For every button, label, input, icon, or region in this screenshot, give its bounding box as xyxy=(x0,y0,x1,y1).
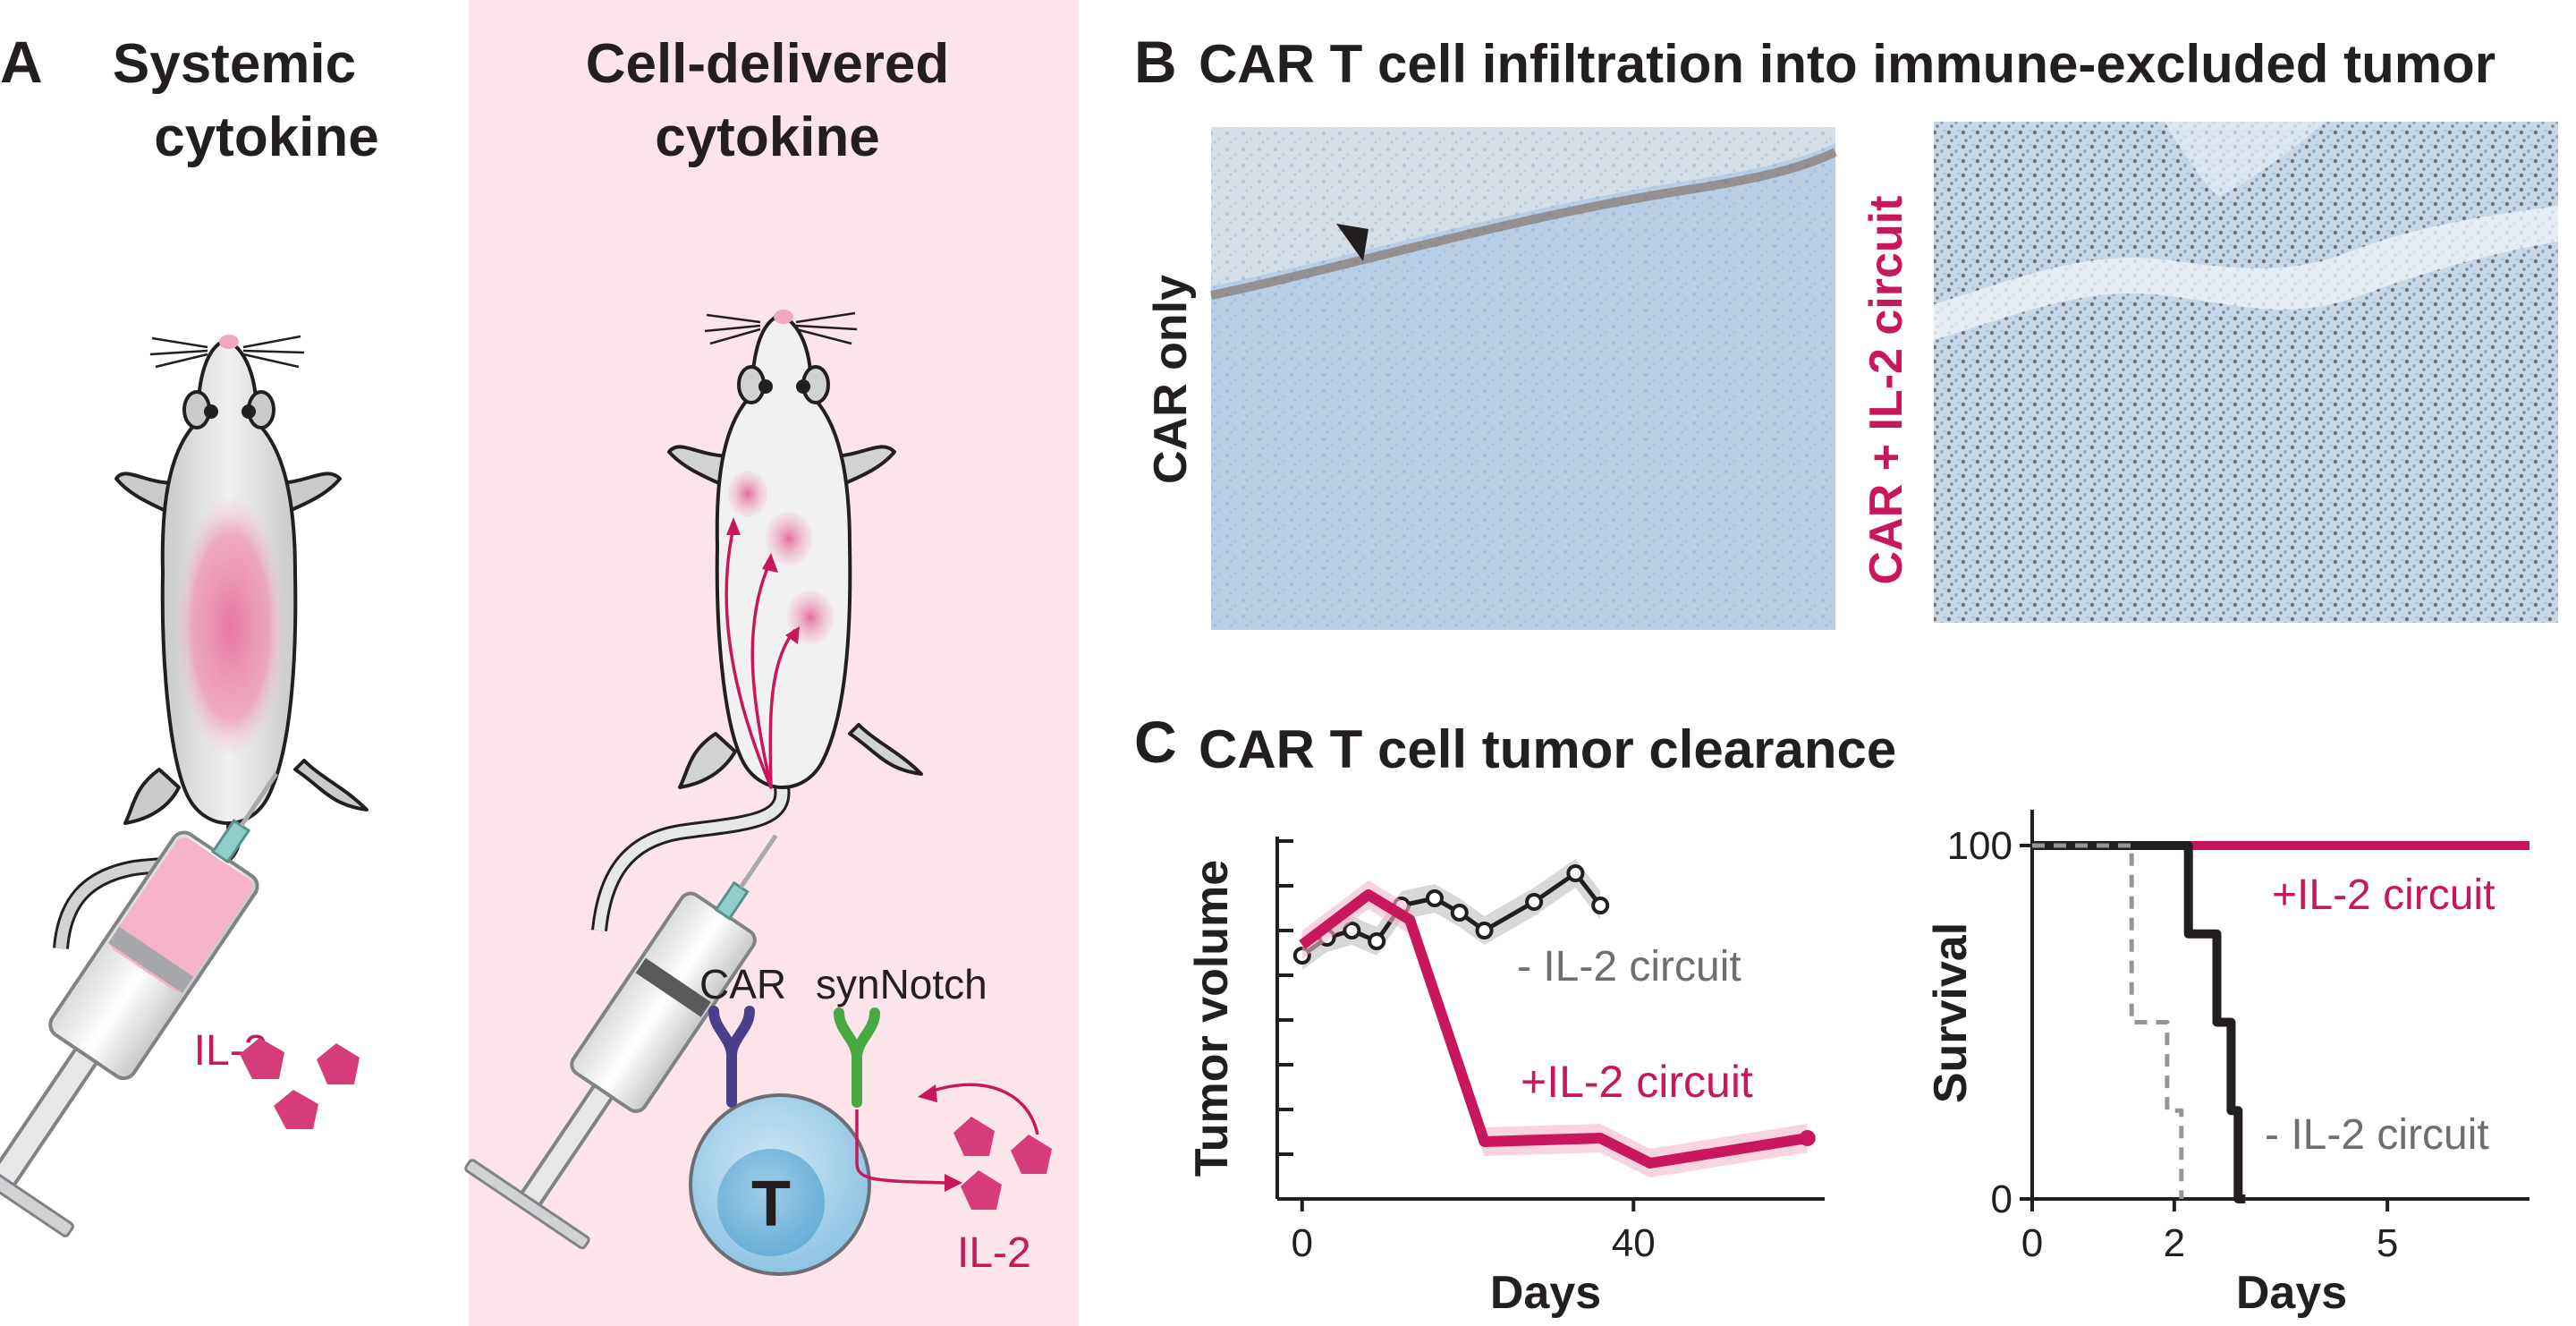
tumor-plus-il2-annotation: +IL-2 circuit xyxy=(1521,1057,1753,1107)
tumor-y-ticks xyxy=(1277,839,1293,1156)
survival-x-tick-label: 2 xyxy=(2164,1221,2185,1265)
micrograph-car-only xyxy=(1209,127,1838,630)
survival-series xyxy=(2032,841,2529,1203)
tumor-volume-chart: 0 40 Days Tumor volume - IL-2 circuit +IL… xyxy=(1186,837,1825,1319)
tumor-point xyxy=(1475,922,1494,939)
survival-y-axis-label: Survival xyxy=(1925,922,1977,1103)
survival-chart: 0 100 0 2 5 Days Survival +IL-2 circuit - I… xyxy=(1925,810,2529,1319)
car-il2-circuit-label: CAR + IL-2 circuit xyxy=(1860,196,1912,585)
tumor-line-1 xyxy=(1299,889,1809,1169)
tumor-end-point xyxy=(1799,1130,1816,1146)
tumor-band-1 xyxy=(1301,880,1808,1177)
panel-b-letter: B xyxy=(1134,29,1177,95)
survival-x-ticks: 0 2 5 xyxy=(2021,1199,2398,1265)
t-cell-label: T xyxy=(751,1169,791,1240)
tumor-point xyxy=(1450,904,1469,922)
tumor-point xyxy=(1525,893,1544,911)
il2-label-cell-delivered: IL-2 xyxy=(957,1229,1031,1277)
synnotch-label: synNotch xyxy=(816,961,987,1007)
il2-molecules-systemic xyxy=(240,1038,360,1129)
tumor-point xyxy=(1425,889,1444,907)
survival-y-tick-label: 0 xyxy=(1991,1177,2012,1221)
tumor-point xyxy=(1566,864,1585,882)
panel-b-title: CAR T cell infiltration into immune-excl… xyxy=(1199,34,2496,94)
mouse-cell-delivered-illustration xyxy=(591,310,923,931)
tumor-x-tick-label: 0 xyxy=(1292,1221,1313,1265)
syringe-cell-delivered-illustration xyxy=(464,834,778,1250)
panel-c-title: CAR T cell tumor clearance xyxy=(1199,719,1896,779)
car-only-label: CAR only xyxy=(1145,275,1197,484)
systemic-title-line2: cytokine xyxy=(154,106,379,168)
panel-a-letter: A xyxy=(0,29,43,95)
survival-minus-il2-annotation: - IL-2 circuit xyxy=(2265,1111,2489,1159)
survival-x-tick-label: 5 xyxy=(2377,1221,2398,1265)
survival-line-1 xyxy=(2032,841,2246,1203)
survival-y-ticks: 0 100 xyxy=(1947,824,2032,1221)
tumor-x-tick-label: 40 xyxy=(1612,1221,1656,1265)
survival-y-tick-label: 100 xyxy=(1947,824,2012,868)
cell-delivered-title-line2: cytokine xyxy=(655,106,880,168)
car-receptor-icon xyxy=(708,1006,755,1108)
survival-line-2 xyxy=(2032,843,2184,1199)
synnotch-receptor-icon xyxy=(834,1007,880,1108)
systemic-title-line1: Systemic xyxy=(113,33,356,95)
syringe-systemic-illustration xyxy=(0,772,279,1237)
tumor-y-axis-label: Tumor volume xyxy=(1186,860,1238,1177)
tumor-x-ticks: 0 40 xyxy=(1292,1199,1656,1265)
tumor-point xyxy=(1343,922,1361,939)
survival-x-tick-label: 0 xyxy=(2021,1221,2043,1265)
cell-delivered-title-line1: Cell-delivered xyxy=(586,33,950,95)
panel-c-letter: C xyxy=(1134,709,1177,775)
il2-molecules-cell-delivered xyxy=(953,1117,1052,1210)
tumor-point xyxy=(1591,897,1610,914)
tumor-point xyxy=(1368,932,1386,950)
tumor-minus-il2-annotation: - IL-2 circuit xyxy=(1517,943,1741,990)
tumor-x-axis-label: Days xyxy=(1490,1267,1601,1319)
micrograph-car-il2-circuit xyxy=(1934,122,2558,623)
survival-plus-il2-annotation: +IL-2 circuit xyxy=(2272,871,2495,919)
survival-x-axis-label: Days xyxy=(2236,1267,2347,1319)
arrowhead-marker-icon xyxy=(1336,224,1368,261)
t-cell-illustration: T xyxy=(689,1006,1039,1276)
car-label: CAR xyxy=(699,961,786,1007)
tumor-series xyxy=(1292,859,1816,1177)
